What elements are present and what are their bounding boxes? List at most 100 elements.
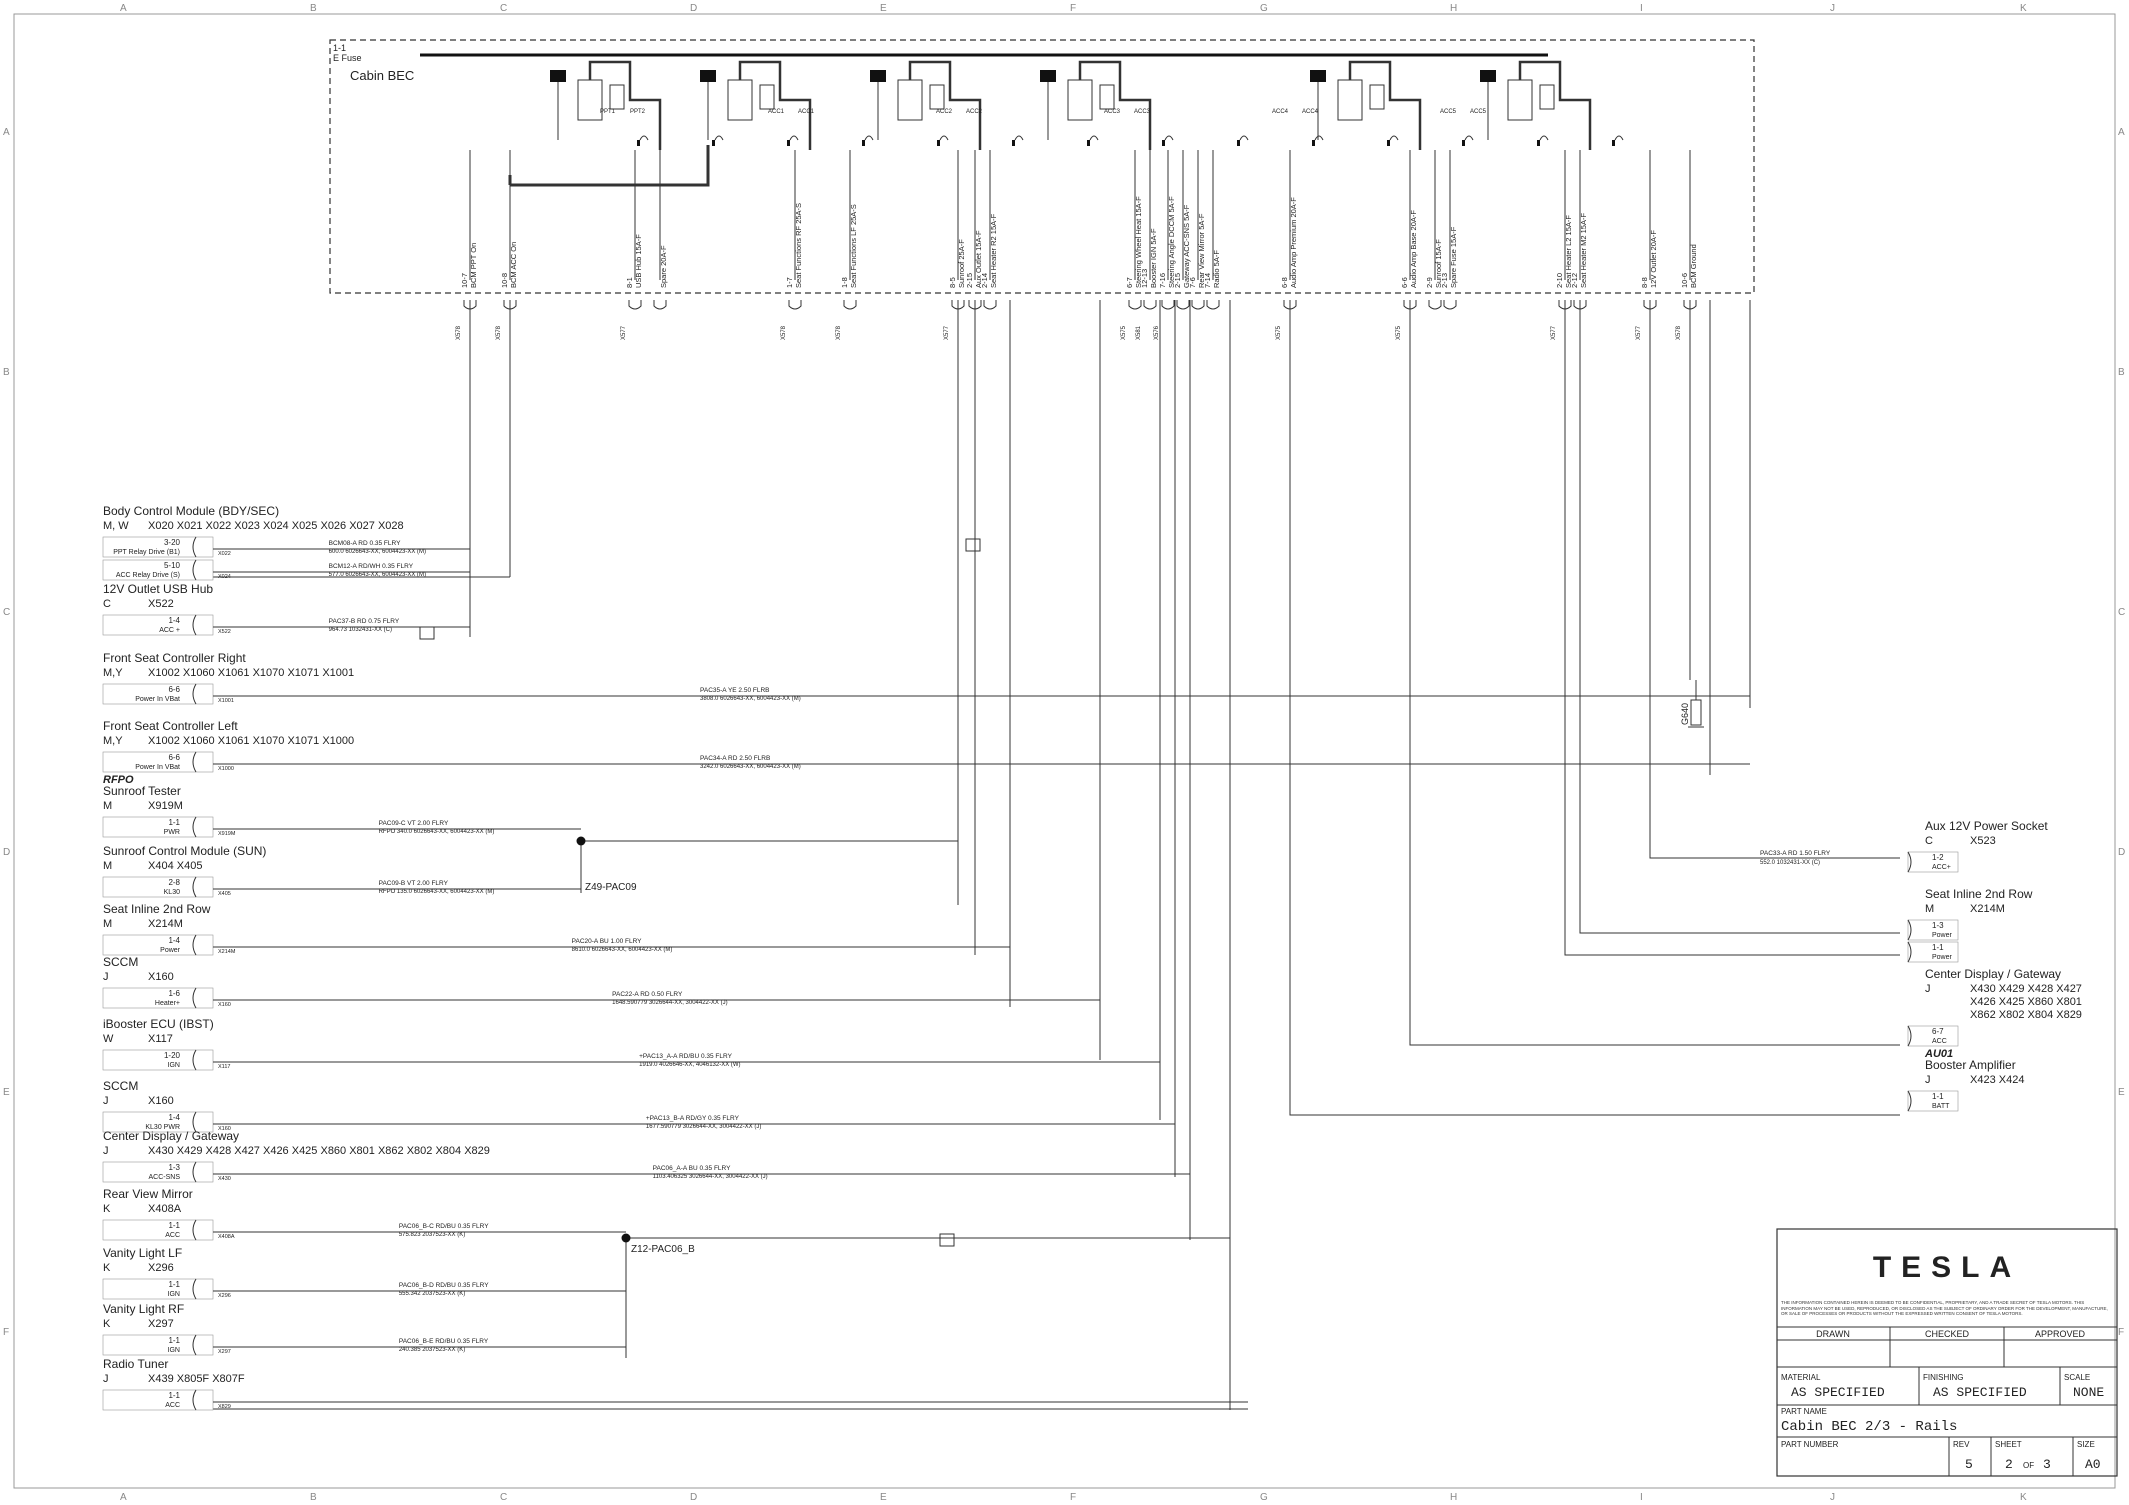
- relay-switch: [1539, 84, 1555, 110]
- module-pin-box: [102, 683, 214, 705]
- bec-output-label: Spare Fuse 15A-F: [1449, 226, 1458, 288]
- relay-output-label: PPT1: [600, 109, 616, 115]
- connector-cup: [192, 934, 197, 956]
- fuse-symbol: [1089, 135, 1099, 141]
- disclaimer-text: THE INFORMATION CONTAINED HEREIN IS DEEM…: [1781, 1300, 2108, 1316]
- grid-col-bottom: K: [2020, 1492, 2027, 1503]
- module-connectors: X160: [148, 1095, 174, 1107]
- relay-output-label: ACC4: [1302, 109, 1319, 115]
- module-connectors: X020 X021 X022 X023 X024 X025 X026 X027 …: [148, 520, 404, 532]
- part-name-value: Cabin BEC 2/3 - Rails: [1781, 1419, 1957, 1435]
- module-name: Radio Tuner: [103, 1357, 168, 1371]
- connector-cup: [1191, 300, 1205, 310]
- bec-output-pin: 6-8: [1280, 277, 1289, 288]
- grid-col-top: I: [1640, 3, 1643, 14]
- grid-col-top: F: [1070, 3, 1076, 14]
- wire-part: 3808.0 6026643-XX, 6004423-XX (M): [700, 696, 801, 702]
- module-connectors: X1002 X1060 X1061 X1070 X1071 X1000: [148, 735, 354, 747]
- rev-label: REV: [1953, 1440, 1970, 1449]
- module-connectors: X522: [148, 598, 174, 610]
- module-connectors: X1002 X1060 X1061 X1070 X1071 X1001: [148, 667, 354, 679]
- fuse-symbol: [1164, 135, 1174, 141]
- bec-output-label: Sunroof 25A-F: [957, 239, 966, 288]
- connector-cup: [192, 1049, 197, 1071]
- relay-output-label: ACC1: [768, 109, 785, 115]
- relay-output-label: ACC5: [1440, 109, 1457, 115]
- module-type: K: [103, 1262, 111, 1274]
- pin-connector: X160: [218, 1126, 231, 1132]
- wire-part: 575.823 2037523-XX (K): [399, 1232, 465, 1238]
- grid-col-top: E: [880, 3, 887, 14]
- wire-part: 8610.0 6026643-XX, 6004423-XX (M): [572, 947, 673, 953]
- pin-number: 1-1: [168, 1280, 180, 1289]
- module-pin-box: [1907, 919, 1959, 941]
- wire-spec: PAC09-C VT 2.00 FLRY: [379, 820, 449, 827]
- module-type: J: [103, 971, 109, 983]
- fuse-terminal: [1462, 140, 1465, 146]
- module-type: K: [103, 1203, 111, 1215]
- relay-switch: [1369, 84, 1385, 110]
- module-pin-box: [102, 751, 214, 773]
- ppt-rail: [510, 145, 710, 187]
- ground-symbol: G640: [1680, 680, 1704, 728]
- pin-number: 1-3: [168, 1163, 180, 1172]
- relay-output-rail: [908, 60, 982, 150]
- size-value: A0: [2085, 1457, 2101, 1472]
- pin-number: 5-10: [164, 561, 181, 570]
- pin-function: ACC: [1932, 1038, 1947, 1045]
- bec-output-pin: 2-9: [1425, 277, 1434, 288]
- grid-row-right: C: [2118, 607, 2125, 618]
- part-number-label: PART NUMBER: [1781, 1440, 1839, 1449]
- wire-part: 600.0 6026643-XX, 6004423-XX (M): [329, 549, 426, 555]
- connector-cup: [192, 683, 197, 705]
- connector-cup: [192, 536, 197, 558]
- relay-coil: [727, 79, 753, 121]
- bec-output-pin: 10-8: [500, 273, 509, 288]
- connector-cup: [1907, 851, 1912, 873]
- pin-connector: X214M: [218, 949, 236, 955]
- connector-cup: [1206, 300, 1220, 310]
- bec-fuse-code: 1-1: [333, 43, 346, 53]
- bec-output-label: Spare 20A-F: [659, 245, 668, 288]
- grid-row-right: F: [2118, 1327, 2124, 1338]
- pin-function: KL30: [164, 889, 180, 896]
- bec-output-pin: 2-13: [1440, 273, 1449, 288]
- fuse-symbol: [714, 135, 724, 141]
- relay-coil: [1067, 79, 1093, 121]
- wire-run: [1564, 300, 1900, 956]
- module-name: Seat Inline 2nd Row: [103, 902, 211, 916]
- scale-value: NONE: [2073, 1385, 2104, 1400]
- bec-output-pin: 8-5: [948, 277, 957, 288]
- pin-connector: X296: [218, 1293, 231, 1299]
- material-label: MATERIAL: [1781, 1373, 1821, 1382]
- module-pin-box: [102, 559, 214, 581]
- pin-connector: X405: [218, 891, 231, 897]
- module-name: Rear View Mirror: [103, 1187, 193, 1201]
- module-type: J: [103, 1373, 109, 1385]
- fuse-symbol: [1539, 135, 1549, 141]
- pin-function: IGN: [168, 1062, 180, 1069]
- connector-cup: [1176, 300, 1190, 310]
- fuse-terminal: [1537, 140, 1540, 146]
- module-pin-box: [102, 1161, 214, 1183]
- wire-spec: BCM12-A RD/WH 0.35 FLRY: [329, 563, 414, 570]
- bec-output-label: Radio 5A-F: [1212, 250, 1221, 288]
- grid-row-left: F: [3, 1327, 9, 1338]
- ground-label: G640: [1680, 703, 1690, 725]
- module-pin-box: [102, 816, 214, 838]
- connector-cup: [1143, 300, 1157, 310]
- relay-output-label: ACC2: [936, 109, 953, 115]
- connector-line: X423 X424: [1970, 1074, 2024, 1086]
- sheet-label: SHEET: [1995, 1440, 2022, 1449]
- bec-output-conn: X581: [1136, 325, 1142, 340]
- inline-connector: [939, 1233, 955, 1247]
- option-code: AU01: [1924, 1048, 1953, 1060]
- module-type: J: [103, 1145, 109, 1157]
- bec-output-conn: X578: [781, 325, 787, 340]
- module-type: W: [103, 1033, 114, 1045]
- pin-connector: X829: [218, 1404, 231, 1410]
- pin-connector: X919M: [218, 831, 236, 837]
- grid-col-bottom: J: [1830, 1492, 1835, 1503]
- wire-part: 3242.0 6026643-XX, 6004423-XX (M): [700, 764, 801, 770]
